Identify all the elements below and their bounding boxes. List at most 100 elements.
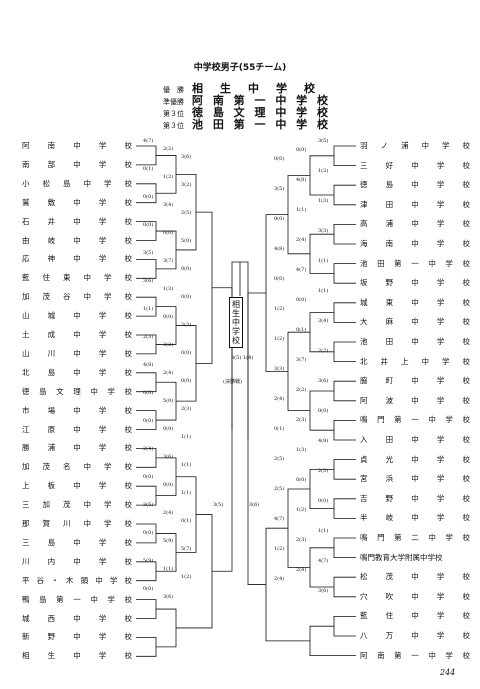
right-score: 2(2) xyxy=(318,348,329,354)
right-score: 0(1) xyxy=(274,426,285,432)
bracket-line xyxy=(136,145,157,166)
bracket-line xyxy=(176,476,197,553)
left-team: 相生中学校 xyxy=(22,651,132,661)
right-team: 穴吹中学校 xyxy=(360,591,470,601)
results-summary: 優 勝相 生 中 学 校準優勝阿 南 第 一 中 学 校第３位徳 島 文 理 中… xyxy=(148,80,348,131)
left-score: 5(0) xyxy=(181,238,192,244)
right-score: 4(7) xyxy=(296,267,307,273)
right-score: 3(3) xyxy=(318,228,329,234)
page-number: 244 xyxy=(440,668,456,677)
left-score: 4(7) xyxy=(143,138,154,144)
left-score: 0(0) xyxy=(163,426,174,432)
bracket-line xyxy=(247,292,266,585)
result-row: 優 勝相 生 中 学 校 xyxy=(148,80,348,95)
right-score: 2(3) xyxy=(296,537,307,543)
right-score: 4(8) xyxy=(318,438,329,444)
left-score: 2(5) xyxy=(181,210,192,216)
left-team: 新野中学校 xyxy=(22,632,132,642)
right-score: 2(4) xyxy=(296,237,307,243)
right-score: 3(4) xyxy=(318,318,329,324)
bracket-line xyxy=(333,341,356,362)
bracket-line xyxy=(136,637,157,657)
left-score: 0(0) xyxy=(143,474,154,480)
left-team: 南部中学校 xyxy=(22,159,132,169)
left-score: 2(2) xyxy=(163,146,174,152)
right-score: 1(3) xyxy=(318,198,329,204)
left-score: 0(0) xyxy=(143,418,154,424)
semi-score-left: 3(5) xyxy=(213,502,224,508)
left-score: 0(0) xyxy=(163,314,174,320)
right-score: 4(8) xyxy=(296,177,307,183)
right-team: 鳴門教育大学附属中学校 xyxy=(360,552,443,562)
left-score: 5(9) xyxy=(163,538,174,544)
bracket-line xyxy=(176,325,197,402)
bracket-line xyxy=(309,547,334,588)
left-score: 2(4) xyxy=(163,510,174,516)
bracket-line xyxy=(333,224,356,245)
right-score: 3(3) xyxy=(274,366,285,372)
left-team: 上板中学校 xyxy=(22,481,132,491)
result-row: 準優勝阿 南 第 一 中 学 校 xyxy=(148,92,348,107)
bracket-line xyxy=(196,211,213,364)
left-score: 0(0) xyxy=(143,586,154,592)
right-score: 3(5) xyxy=(318,138,329,144)
bracket-line xyxy=(333,263,356,284)
right-team: 吉野中学校 xyxy=(360,493,470,503)
left-score: 5(9) xyxy=(143,558,154,564)
left-team: 小松島中学校 xyxy=(22,178,132,188)
right-team: 脇町中学校 xyxy=(360,376,470,386)
bracket-line xyxy=(156,457,177,497)
right-team: 池田第一中学校 xyxy=(360,258,470,268)
left-team: 勝浦中学校 xyxy=(22,443,132,453)
right-score: 0(0) xyxy=(274,216,285,222)
bracket-line xyxy=(333,616,356,637)
left-team: 市場中学校 xyxy=(22,405,132,415)
left-team: 土成中学校 xyxy=(22,330,132,339)
bracket-line xyxy=(156,306,177,345)
left-score: 0(1) xyxy=(181,518,192,524)
left-score: 3(4) xyxy=(163,202,174,208)
left-score: 0(0) xyxy=(143,390,154,396)
result-place: 準優勝 xyxy=(163,98,184,106)
right-score: 1(2) xyxy=(274,306,285,312)
bracket-line xyxy=(309,625,334,656)
left-score: 3(6) xyxy=(163,454,174,460)
right-score: 4(7) xyxy=(318,558,329,564)
left-team: 徳島文理中学校 xyxy=(22,386,132,396)
right-team: 津田中学校 xyxy=(360,199,470,209)
left-score: 5(7) xyxy=(181,546,192,552)
left-score: 2(3) xyxy=(181,406,192,412)
right-score: 1(2) xyxy=(296,507,307,513)
final-score-left: 3(5) xyxy=(231,355,242,361)
result-school: 徳 島 文 理 中 学 校 xyxy=(192,106,331,119)
left-team: 鴨島第一中学校 xyxy=(22,594,132,604)
final-score-right: 1(4) xyxy=(243,355,254,361)
result-row: 第３位池 田 第 一 中 学 校 xyxy=(148,116,348,131)
left-score: 1(1) xyxy=(163,566,174,572)
bracket-line xyxy=(333,537,356,558)
page-title: 中学校男子(55チーム) xyxy=(193,63,287,73)
right-score: 0(1) xyxy=(296,327,307,333)
right-score: 2(4) xyxy=(274,576,285,582)
left-team: 応神中学校 xyxy=(22,254,132,264)
left-team: 由岐中学校 xyxy=(22,235,132,245)
right-score: 1(3) xyxy=(296,447,307,453)
left-score: 3(7) xyxy=(163,258,174,264)
left-score: 0(0) xyxy=(163,230,174,236)
bracket-line xyxy=(333,459,356,480)
right-score: 2(2) xyxy=(296,387,307,393)
left-score: 0(0) xyxy=(181,266,192,272)
right-team: 坂野中学校 xyxy=(360,278,470,288)
left-score: 3(5) xyxy=(143,250,154,256)
right-score: 3(6) xyxy=(318,378,329,384)
bracket-line xyxy=(333,576,356,598)
bracket-line xyxy=(136,599,157,619)
right-team: 徳島中学校 xyxy=(360,180,470,190)
left-score: 1(1) xyxy=(181,490,192,496)
left-score: 3(2) xyxy=(163,342,174,348)
right-score: 2(5) xyxy=(274,486,285,492)
left-team: 三島中学校 xyxy=(22,537,132,547)
left-team: 加茂名中学校 xyxy=(22,462,132,472)
result-place: 第３位 xyxy=(163,110,184,118)
right-score: 3(5) xyxy=(274,186,285,192)
